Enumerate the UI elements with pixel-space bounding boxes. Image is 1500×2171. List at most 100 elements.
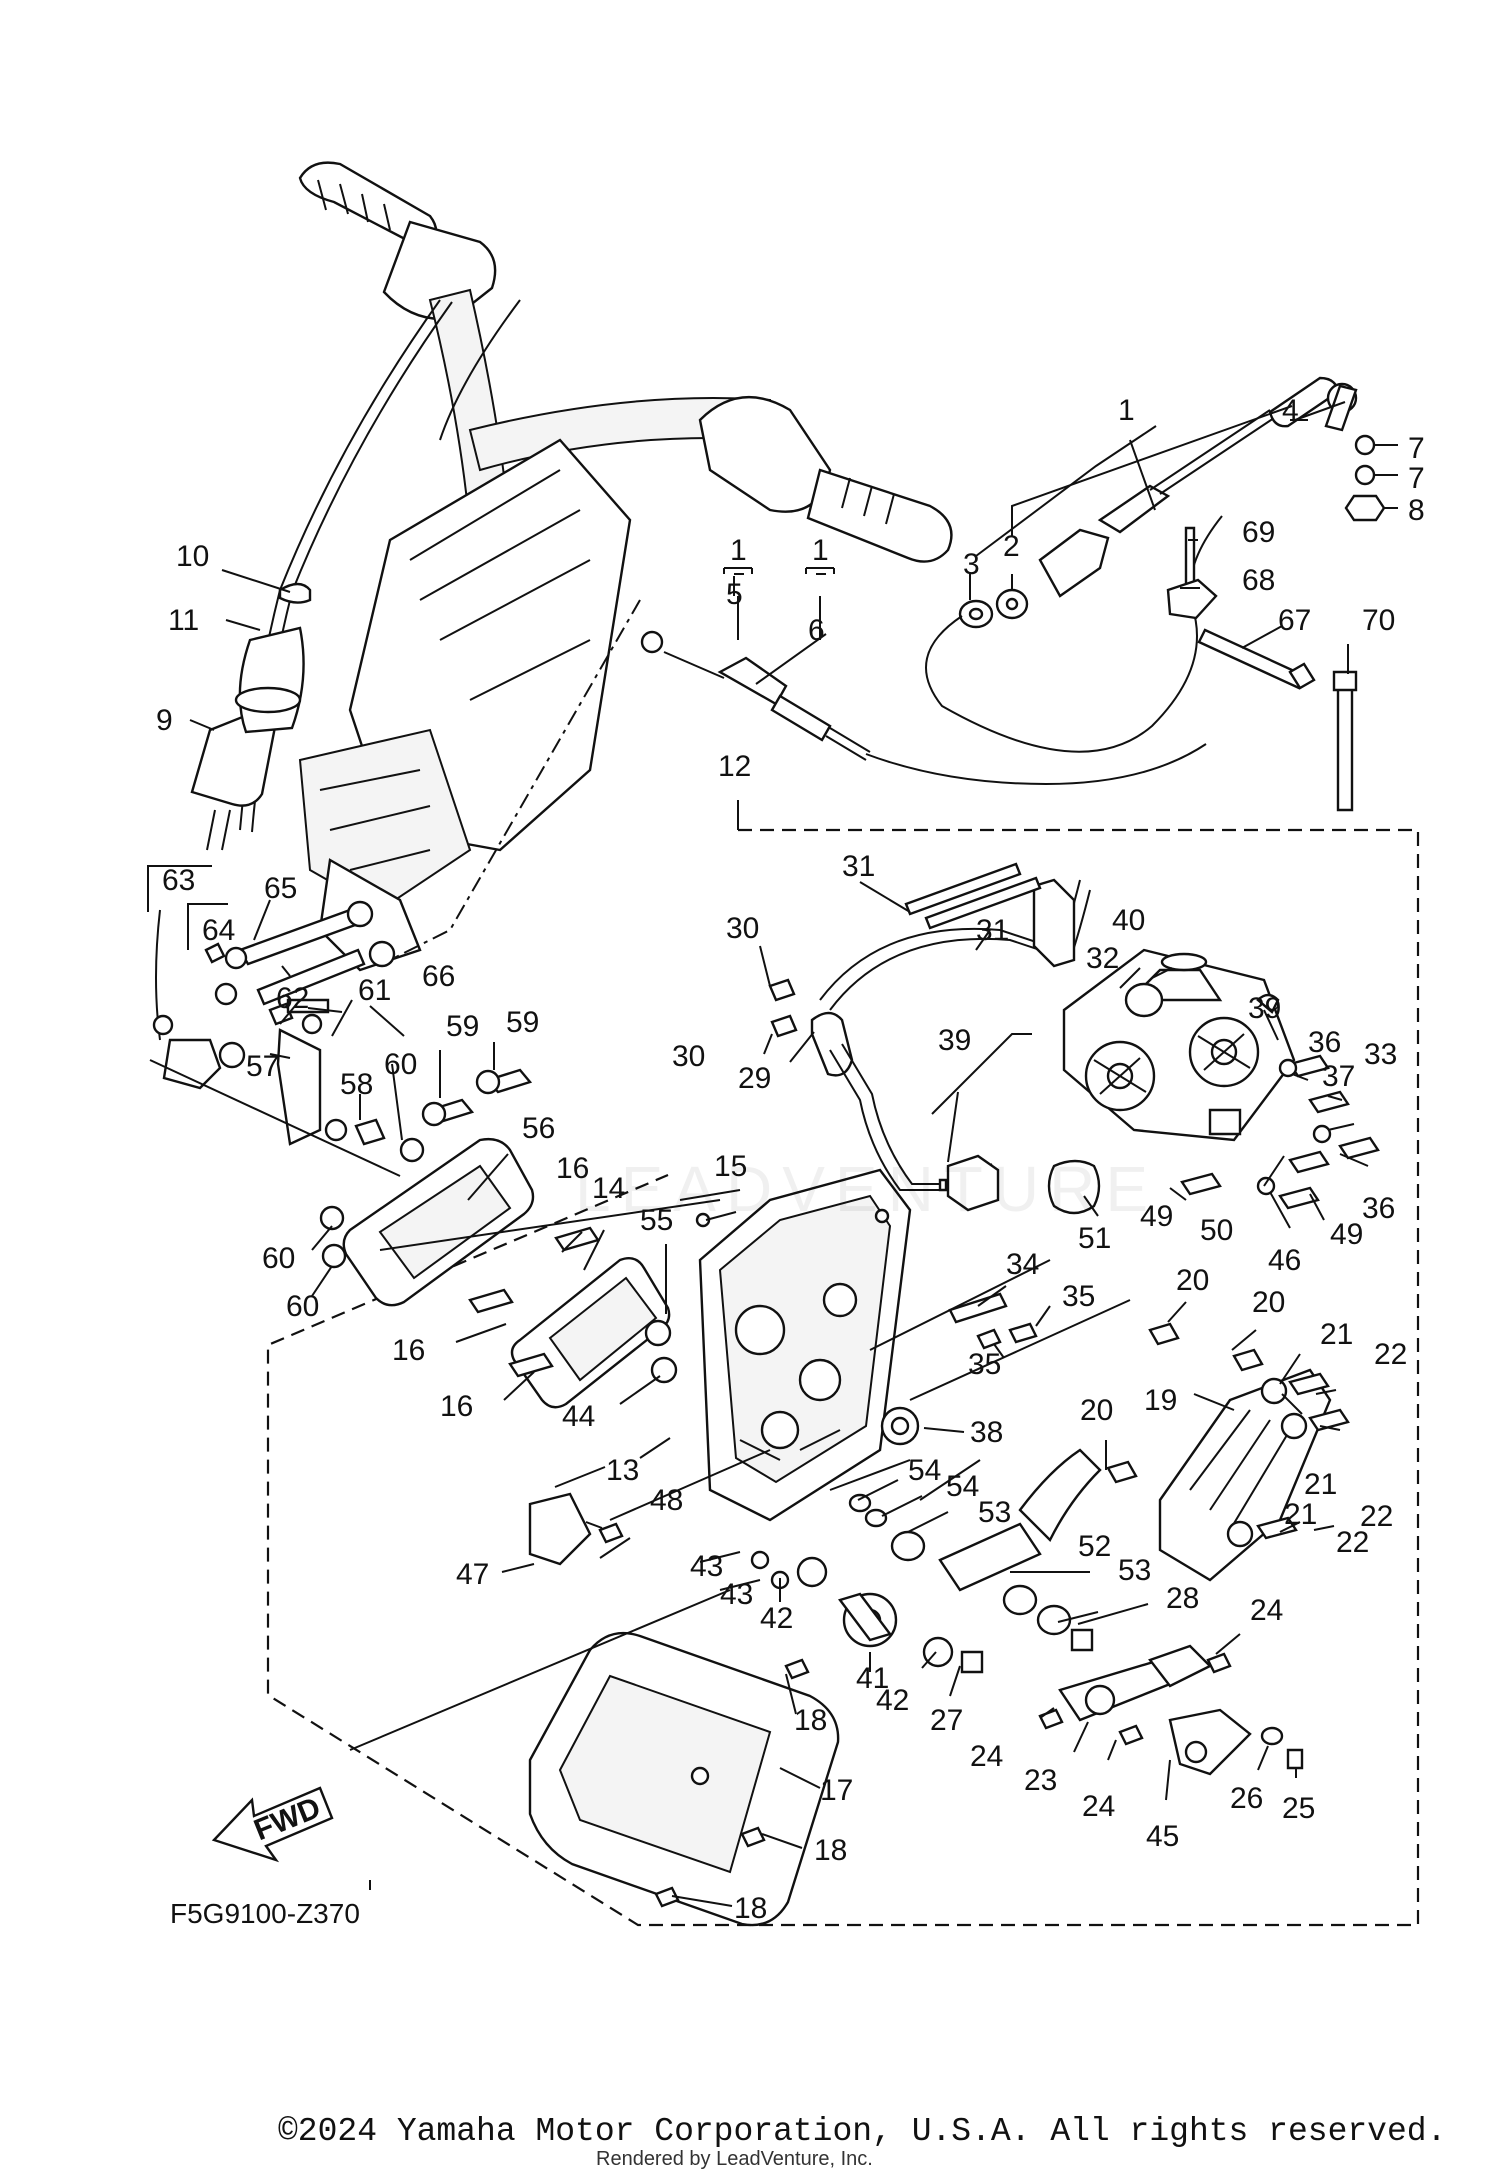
callout-7: 7 — [1408, 462, 1425, 495]
callout-37: 37 — [1322, 1060, 1355, 1093]
callout-21: 21 — [1284, 1498, 1317, 1531]
callout-8: 8 — [1408, 494, 1425, 527]
callout-53: 53 — [978, 1496, 1011, 1529]
callout-47: 47 — [456, 1558, 489, 1591]
callout-5: 5 — [726, 578, 743, 611]
callout-15: 15 — [714, 1150, 747, 1183]
callout-21: 21 — [1320, 1318, 1353, 1351]
callout-1: 1 — [1118, 394, 1135, 427]
callout-48: 48 — [650, 1484, 683, 1517]
callout-18: 18 — [734, 1892, 767, 1925]
callout-35: 35 — [968, 1348, 1001, 1381]
bracket-assembly — [1106, 1322, 1350, 1582]
callout-55: 55 — [640, 1204, 673, 1237]
callout-51: 51 — [1078, 1222, 1111, 1255]
callout-4: 4 — [1282, 394, 1299, 427]
callout-64: 64 — [202, 914, 235, 947]
callout-58: 58 — [340, 1068, 373, 1101]
callout-39: 39 — [1248, 992, 1281, 1025]
gear-housing — [695, 1168, 920, 1522]
callout-18: 18 — [794, 1704, 827, 1737]
callout-54: 54 — [908, 1454, 941, 1487]
callout-43: 43 — [720, 1578, 753, 1611]
callout-7: 7 — [1408, 432, 1425, 465]
watermark: LEADVENTURE — [575, 1153, 1158, 1225]
callout-25: 25 — [1282, 1792, 1315, 1825]
callout-31: 31 — [976, 914, 1009, 947]
callout-2: 2 — [1003, 530, 1020, 563]
callout-49: 49 — [1140, 1200, 1173, 1233]
callout-18: 18 — [814, 1834, 847, 1867]
wire-harness — [768, 862, 1091, 1212]
callout-28: 28 — [1166, 1582, 1199, 1615]
callout-29: 29 — [738, 1062, 771, 1095]
callout-63: 63 — [162, 864, 195, 897]
callout-16: 16 — [556, 1152, 589, 1185]
callout-20: 20 — [1252, 1286, 1285, 1319]
callout-43: 43 — [690, 1550, 723, 1583]
callout-41: 41 — [856, 1662, 889, 1695]
callout-24: 24 — [1082, 1790, 1115, 1823]
callout-27: 27 — [930, 1704, 963, 1737]
callout-22: 22 — [1336, 1526, 1369, 1559]
callout-19: 19 — [1144, 1384, 1177, 1417]
callout-16: 16 — [392, 1334, 425, 1367]
throttle-cable-assembly — [925, 376, 1386, 812]
callout-14: 14 — [592, 1172, 625, 1205]
lower-internals — [528, 1292, 1304, 1776]
shift-linkage — [147, 865, 533, 1269]
shift-motor-unit — [1047, 948, 1380, 1215]
callout-10: 10 — [176, 540, 209, 573]
callout-13: 13 — [606, 1454, 639, 1487]
callout-12: 12 — [718, 750, 751, 783]
callout-17: 17 — [820, 1774, 853, 1807]
callout-62: 62 — [276, 982, 309, 1015]
fwd-label: FWD — [250, 1791, 326, 1847]
callout-66: 66 — [422, 960, 455, 993]
callout-36: 36 — [1362, 1192, 1395, 1225]
copyright-notice: ©2024 Yamaha Motor Corporation, U.S.A. A… — [278, 2113, 1447, 2150]
callout-30: 30 — [726, 912, 759, 945]
cable-assembly-5-6 — [640, 630, 1207, 786]
callout-31: 31 — [842, 850, 875, 883]
callout-32: 32 — [1086, 942, 1119, 975]
callout-36: 36 — [1308, 1026, 1341, 1059]
callout-68: 68 — [1242, 564, 1275, 597]
callout-23: 23 — [1024, 1764, 1057, 1797]
callout-9: 9 — [156, 704, 173, 737]
callout-labels: 1 1 1 2 3 4 5 6 7 7 8 9 10 11 12 13 14 1… — [156, 394, 1425, 1925]
callout-50: 50 — [1200, 1214, 1233, 1247]
callout-33: 33 — [1364, 1038, 1397, 1071]
callout-69: 69 — [1242, 516, 1275, 549]
callout-24: 24 — [970, 1740, 1003, 1773]
callout-61: 61 — [358, 974, 391, 1007]
callout-26: 26 — [1230, 1782, 1263, 1815]
callout-35: 35 — [1062, 1280, 1095, 1313]
callout-70: 70 — [1362, 604, 1395, 637]
callout-60: 60 — [286, 1290, 319, 1323]
callout-1: 1 — [812, 534, 829, 567]
callout-45: 45 — [1146, 1820, 1179, 1853]
callout-20: 20 — [1176, 1264, 1209, 1297]
callout-65: 65 — [264, 872, 297, 905]
housing-cover — [528, 1631, 840, 1927]
callout-6: 6 — [808, 614, 825, 647]
callout-56: 56 — [522, 1112, 555, 1145]
callout-39: 39 — [938, 1024, 971, 1057]
callout-42: 42 — [876, 1684, 909, 1717]
callout-21: 21 — [1304, 1468, 1337, 1501]
callout-30: 30 — [672, 1040, 705, 1073]
callout-22: 22 — [1374, 1338, 1407, 1371]
callout-59: 59 — [446, 1010, 479, 1043]
callout-67: 67 — [1278, 604, 1311, 637]
callout-59: 59 — [506, 1006, 539, 1039]
callout-34: 34 — [1006, 1248, 1039, 1281]
callout-11: 11 — [168, 604, 199, 637]
handlebar-assembly — [190, 161, 953, 972]
fwd-arrow-icon: FWD — [211, 1786, 334, 1863]
leader-lines — [189, 401, 1398, 1907]
callout-24: 24 — [1250, 1594, 1283, 1627]
callout-60: 60 — [262, 1242, 295, 1275]
callout-57: 57 — [246, 1050, 279, 1083]
